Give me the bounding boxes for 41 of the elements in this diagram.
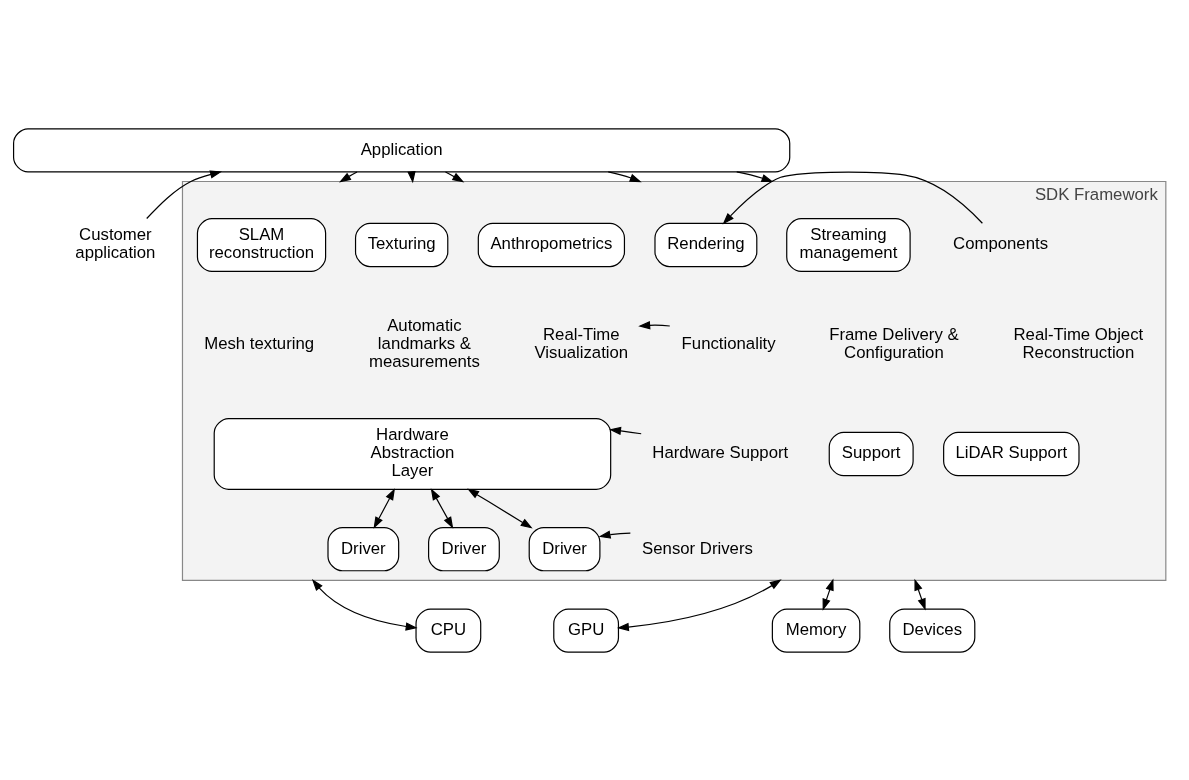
node-box: SLAM reconstruction — [196, 217, 327, 272]
node-text: Hardware Support — [652, 442, 789, 462]
node-box: Driver — [428, 526, 500, 571]
node-box: Memory — [771, 608, 861, 653]
arrow — [598, 529, 631, 539]
label: Real-Time Object Reconstruction — [1013, 324, 1144, 362]
arrow — [609, 426, 642, 435]
node-box: Support — [828, 431, 914, 476]
node-box: Anthropometrics — [477, 222, 626, 267]
arrow — [616, 578, 782, 631]
arrow — [467, 488, 533, 529]
arrow — [736, 170, 774, 182]
arrow — [607, 170, 642, 182]
arrow — [373, 487, 395, 529]
node-box: Devices — [889, 608, 976, 653]
node-box: Driver — [327, 526, 400, 571]
arrow — [722, 171, 983, 225]
node-box: LiDAR Support — [943, 431, 1080, 476]
label: Mesh texturing — [204, 333, 315, 353]
arrow — [638, 320, 671, 329]
node-box: Streaming management — [786, 217, 911, 272]
label: Automatic landmarks & measurements — [369, 315, 480, 371]
arrow — [444, 170, 465, 182]
node-text: Functionality — [681, 333, 776, 353]
arrow — [430, 487, 454, 529]
node-text: Customer application — [75, 224, 156, 262]
node-box: Texturing — [354, 222, 449, 267]
arrow — [311, 578, 418, 631]
node-box: Driver — [528, 526, 601, 571]
node-box: Hardware Abstraction Layer — [213, 417, 612, 490]
arrow — [914, 578, 926, 610]
arrow — [822, 578, 834, 611]
node-text: Real-Time Visualization — [534, 324, 629, 362]
node-box: GPU — [553, 608, 620, 653]
node-text: Components — [953, 233, 1049, 253]
arrow — [339, 170, 358, 182]
node-box: CPU — [415, 608, 482, 653]
node-box: Rendering — [654, 222, 758, 267]
node-text: Sensor Drivers — [642, 538, 753, 558]
arrow — [146, 169, 223, 219]
label: Frame Delivery & Configuration — [829, 324, 959, 362]
